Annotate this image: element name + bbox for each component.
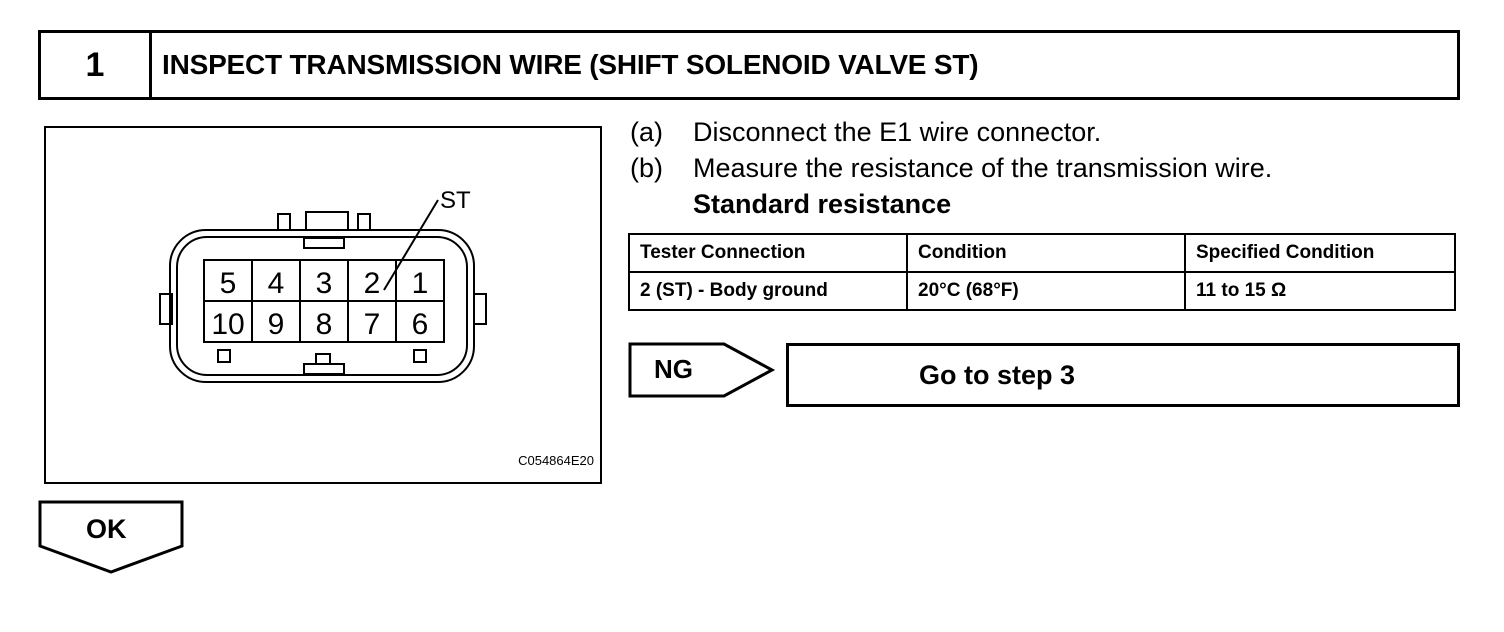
spec-table: Tester Connection Condition Specified Co… [628, 233, 1456, 311]
table-cell: 11 to 15 Ω [1184, 271, 1456, 311]
table-cell: 2 (ST) - Body ground [628, 271, 908, 311]
pin-label: 8 [316, 308, 333, 341]
table-cell: 20°C (68°F) [906, 271, 1186, 311]
column-header: Specified Condition [1184, 233, 1456, 273]
connector-tab [305, 211, 349, 231]
callout-line [383, 199, 439, 291]
instruction-item: (b) Measure the resistance of the transm… [630, 150, 1272, 186]
pin-label: 1 [412, 267, 429, 300]
pin-label: 3 [316, 267, 333, 300]
pin-label: 9 [268, 308, 285, 341]
instruction-list: (a) Disconnect the E1 wire connector. (b… [630, 114, 1272, 222]
step-header: 1 INSPECT TRANSMISSION WIRE (SHIFT SOLEN… [38, 30, 1460, 100]
step-number: 1 [41, 33, 152, 97]
connector-tab [357, 213, 371, 231]
pin-label: 4 [268, 267, 285, 300]
ok-arrow-icon [38, 500, 184, 574]
callout-label: ST [440, 187, 471, 214]
instruction-text: Measure the resistance of the transmissi… [693, 153, 1273, 183]
connector-key [217, 349, 231, 363]
connector-diagram: 5 4 3 2 1 10 9 8 7 6 ST [159, 187, 487, 383]
step-title: INSPECT TRANSMISSION WIRE (SHIFT SOLENOI… [162, 49, 979, 80]
ok-label: OK [86, 514, 127, 544]
pin-label: 10 [211, 308, 244, 341]
instruction-letter: (a) [630, 117, 663, 147]
connector-tab [159, 293, 173, 325]
connector-key [303, 363, 345, 375]
pin-label: 6 [412, 308, 429, 341]
pin-label: 5 [220, 267, 237, 300]
column-header: Condition [906, 233, 1186, 273]
instruction-text: Disconnect the E1 wire connector. [693, 117, 1102, 147]
goto-step-text: Go to step 3 [919, 359, 1076, 390]
pin-label: 2 [364, 267, 381, 300]
standard-label: Standard resistance [693, 189, 952, 219]
connector-tab [277, 213, 291, 231]
ng-arrow-icon [628, 342, 776, 398]
connector-figure: 5 4 3 2 1 10 9 8 7 6 ST C054864E20 [44, 126, 602, 484]
pin-label: 7 [364, 308, 381, 341]
instruction-item: (a) Disconnect the E1 wire connector. [630, 114, 1272, 150]
connector-tab [473, 293, 487, 325]
connector-housing [169, 229, 475, 383]
connector-key [315, 353, 331, 365]
goto-step-box: Go to step 3 [786, 343, 1460, 407]
connector-key [413, 349, 427, 363]
figure-id: C054864E20 [518, 453, 594, 468]
column-header: Tester Connection [628, 233, 908, 273]
instruction-letter: (b) [630, 153, 663, 183]
ng-label: NG [654, 354, 693, 384]
table-row: 2 (ST) - Body ground 20°C (68°F) 11 to 1… [628, 271, 1456, 311]
table-header-row: Tester Connection Condition Specified Co… [628, 233, 1456, 273]
connector-key [303, 237, 345, 249]
